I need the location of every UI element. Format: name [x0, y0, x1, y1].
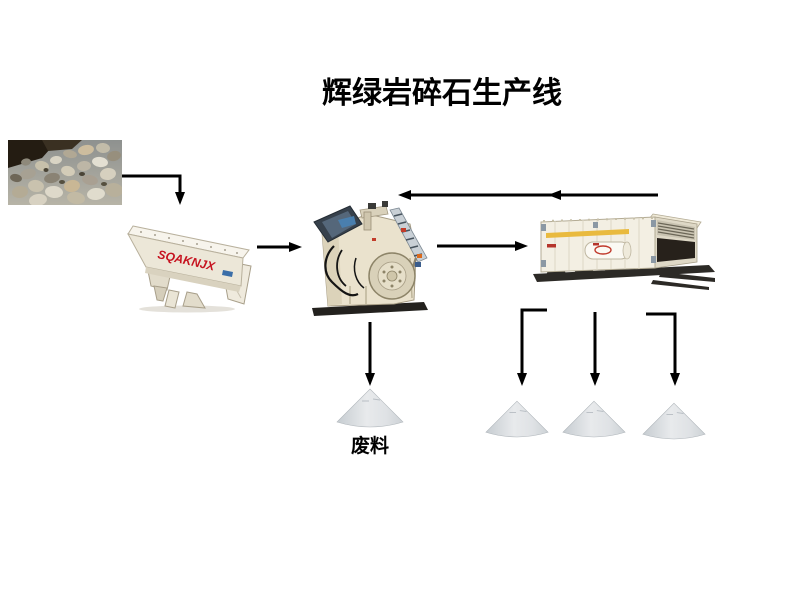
- crusher-stickers: [372, 238, 422, 267]
- page-title: 辉绿岩碎石生产线: [322, 77, 562, 111]
- product-pile-1: [485, 400, 549, 438]
- feeder-logo-badge: [222, 270, 233, 277]
- vibrating-feeder: SQAKNJX: [127, 225, 252, 313]
- arrow-screen-to-pile-3: [646, 312, 680, 386]
- feeder-shadow: [139, 305, 235, 313]
- vibrating-screen: [533, 213, 715, 290]
- crusher: [312, 201, 428, 316]
- screen-logo-left: [547, 244, 556, 248]
- rock-shadow-area: [8, 140, 82, 168]
- crusher-base: [312, 302, 428, 316]
- waste-pile: [336, 388, 404, 428]
- product-pile-3: [642, 402, 706, 440]
- screen-motor: [584, 241, 632, 260]
- waste-pile-label: 废料: [350, 436, 389, 457]
- crusher-hoses: [324, 245, 365, 297]
- raw-material-photo: [8, 140, 122, 205]
- screen-yellow-stripe: [546, 229, 629, 238]
- crusher-flywheel: [368, 252, 416, 300]
- product-pile-2: [562, 400, 626, 438]
- arrow-photo-to-feeder: [122, 174, 185, 205]
- rock-stones: [10, 142, 122, 205]
- arrow-screen-to-pile-1: [517, 308, 547, 386]
- crusher-feed-inlet: [313, 205, 363, 243]
- feeder-body: [127, 225, 252, 309]
